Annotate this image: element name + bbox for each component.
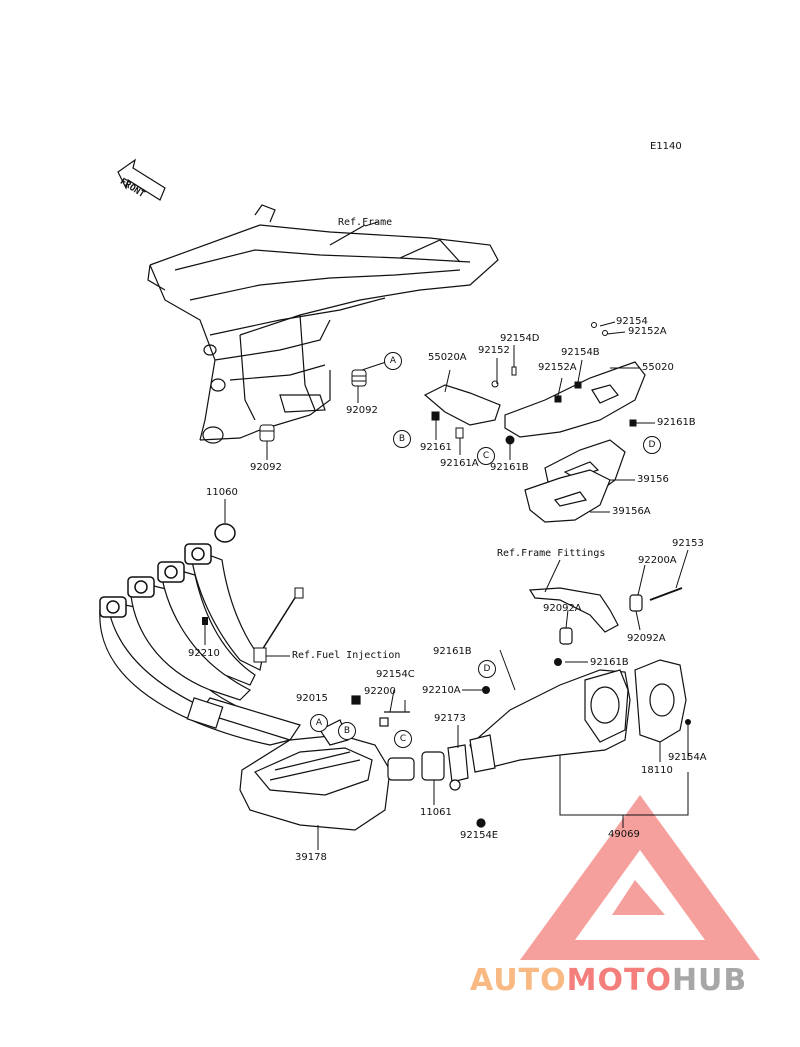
part-11061: 11061 bbox=[420, 807, 452, 818]
muffler-49069 bbox=[469, 669, 631, 773]
heat-cover-55020A bbox=[423, 384, 501, 426]
end-cap-18110 bbox=[634, 659, 687, 743]
part-92161A: 92161A bbox=[440, 458, 479, 469]
watermark-hub: HUB bbox=[671, 963, 748, 998]
part-55020: 55020 bbox=[642, 362, 674, 373]
part-92210: 92210 bbox=[188, 648, 220, 659]
watermark-moto: MOTO bbox=[566, 963, 672, 998]
cover-39156A bbox=[524, 469, 611, 523]
part-39156: 39156 bbox=[637, 474, 669, 485]
part-49069: 49069 bbox=[608, 829, 640, 840]
part-39156A: 39156A bbox=[612, 506, 651, 517]
part-92015: 92015 bbox=[296, 693, 328, 704]
watermark-auto: AUTO bbox=[470, 963, 567, 998]
part-11060: 11060 bbox=[206, 487, 238, 498]
part-92154-top: 92154 bbox=[616, 316, 648, 327]
part-92154C: 92154C bbox=[376, 669, 415, 680]
connector-pipes bbox=[351, 695, 486, 828]
part-92154E: 92154E bbox=[460, 830, 499, 841]
part-92152A-top: 92152A bbox=[628, 326, 667, 337]
part-92154B: 92154B bbox=[561, 347, 600, 358]
part-92152: 92152 bbox=[478, 345, 510, 356]
marker-c-top: C bbox=[477, 447, 495, 465]
marker-d-top: D bbox=[643, 436, 661, 454]
part-92173: 92173 bbox=[434, 713, 466, 724]
pre-chamber-39178 bbox=[239, 719, 391, 831]
part-92200: 92200 bbox=[364, 686, 396, 697]
small-fasteners bbox=[431, 322, 637, 445]
frame-fittings-bracket bbox=[528, 587, 683, 645]
part-92153: 92153 bbox=[672, 538, 704, 549]
marker-b-bottom: B bbox=[338, 722, 356, 740]
ref-frame-label: Ref.Frame bbox=[338, 217, 393, 228]
ref-frame-fittings-label: Ref.Frame Fittings bbox=[497, 548, 606, 559]
part-18110: 18110 bbox=[641, 765, 673, 776]
diagram-code: E1140 bbox=[650, 141, 682, 152]
leader-lines bbox=[364, 221, 689, 713]
grommet-92092-icon bbox=[259, 369, 367, 442]
part-92154D: 92154D bbox=[500, 333, 540, 344]
marker-a-top: A bbox=[384, 352, 402, 370]
watermark-text: AUTOMOTOHUB bbox=[470, 963, 747, 998]
marker-b-top: B bbox=[393, 430, 411, 448]
part-92092A-b: 92092A bbox=[627, 633, 666, 644]
part-39178: 39178 bbox=[295, 852, 327, 863]
frame-drawing bbox=[147, 204, 499, 444]
part-92154A: 92154A bbox=[668, 752, 707, 763]
part-92092-a: 92092 bbox=[346, 405, 378, 416]
part-92161B-a: 92161B bbox=[490, 462, 529, 473]
ref-fuel-injection-label: Ref.Fuel Injection bbox=[292, 650, 401, 661]
part-92161: 92161 bbox=[420, 442, 452, 453]
part-92092-b: 92092 bbox=[250, 462, 282, 473]
header-flanges bbox=[99, 543, 212, 618]
part-55020A: 55020A bbox=[428, 352, 467, 363]
front-arrow-icon bbox=[117, 158, 166, 201]
part-92161B-d: 92161B bbox=[590, 657, 629, 668]
marker-d-bottom: D bbox=[478, 660, 496, 678]
marker-a-bottom: A bbox=[310, 714, 328, 732]
part-92092A-a: 92092A bbox=[543, 603, 582, 614]
part-92161B-c: 92161B bbox=[433, 646, 472, 657]
part-92210A: 92210A bbox=[422, 685, 461, 696]
part-92200A: 92200A bbox=[638, 555, 677, 566]
watermark-logo bbox=[520, 795, 760, 960]
o2-sensor-icon bbox=[253, 587, 304, 663]
part-92161B-b: 92161B bbox=[657, 417, 696, 428]
part-92152A: 92152A bbox=[538, 362, 577, 373]
marker-c-bottom: C bbox=[394, 730, 412, 748]
gasket-11060-icon bbox=[214, 523, 236, 543]
